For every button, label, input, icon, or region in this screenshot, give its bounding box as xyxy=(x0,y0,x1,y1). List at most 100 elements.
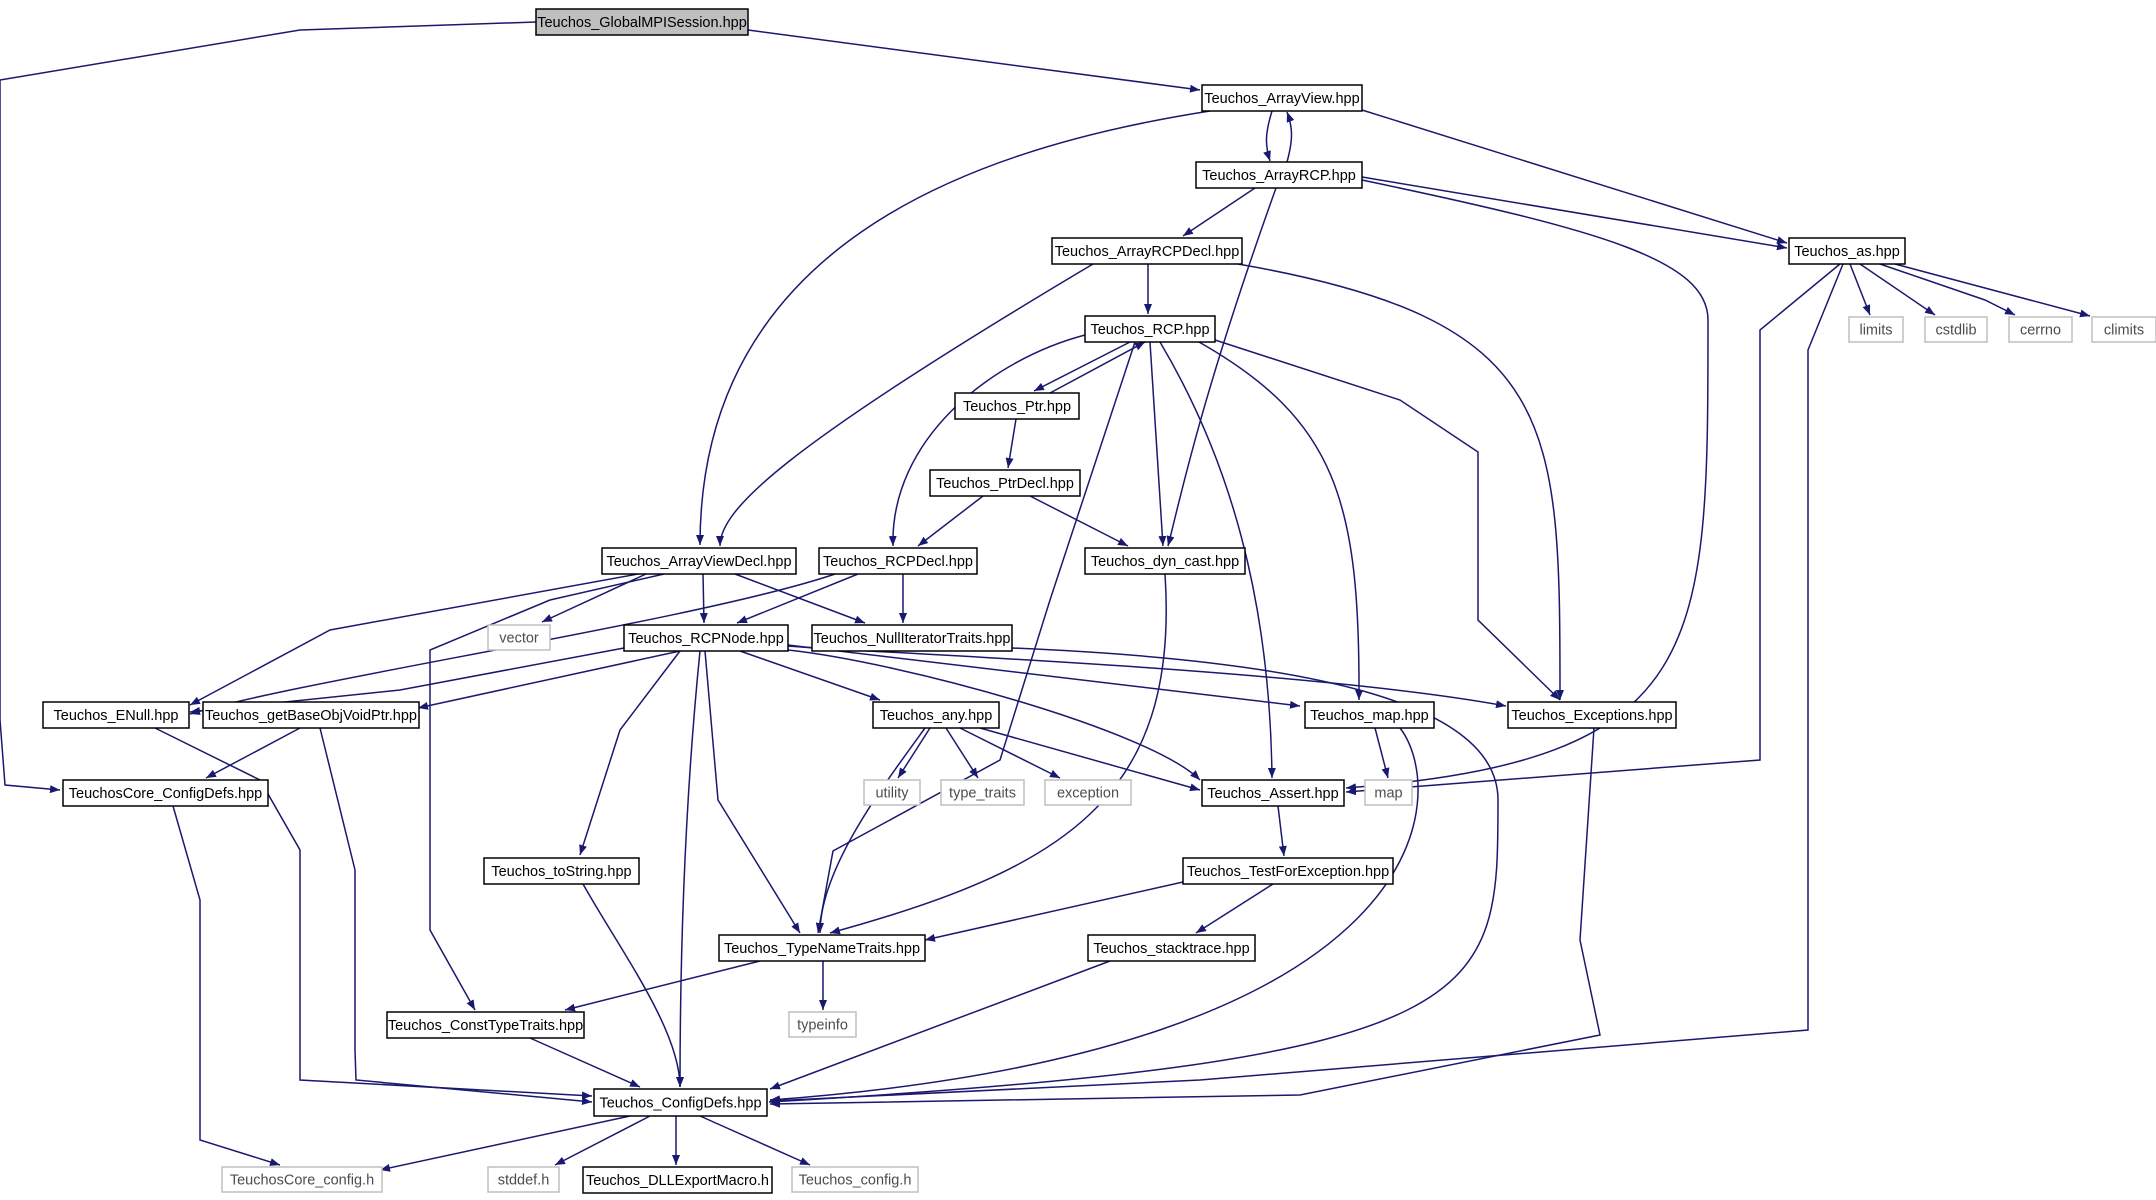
node-box xyxy=(623,624,789,652)
edge-as-to-cerrno xyxy=(1879,263,2016,316)
edge-stacktrace-to-configdefs xyxy=(769,960,1111,1090)
edge-globalmpi-to-coreconfigdefs xyxy=(0,21,537,794)
node-box xyxy=(582,1166,773,1194)
node-box xyxy=(1087,934,1256,962)
node-stddef: stddef.h xyxy=(487,1166,560,1193)
node-box xyxy=(1084,547,1246,575)
edge-configdefs-to-configh xyxy=(699,1115,811,1166)
node-box xyxy=(1044,779,1132,806)
node-box xyxy=(1924,316,1988,343)
node-box xyxy=(1195,161,1363,189)
node-vector: vector xyxy=(487,624,551,651)
node-coreconfigdefs[interactable]: TeuchosCore_ConfigDefs.hpp xyxy=(62,779,269,807)
node-getbase[interactable]: Teuchos_getBaseObjVoidPtr.hpp xyxy=(202,701,420,729)
node-utility: utility xyxy=(863,779,921,806)
node-box xyxy=(483,857,640,885)
edge-ptrdecl-to-rcpdecl xyxy=(917,495,984,547)
edge-rcpdecl-to-rcpnode xyxy=(736,573,859,624)
node-configh: Teuchos_config.h xyxy=(791,1166,919,1193)
node-box xyxy=(929,469,1081,497)
edge-rcpnode-to-exceptions xyxy=(787,645,1507,709)
node-enull[interactable]: Teuchos_ENull.hpp xyxy=(42,701,190,729)
node-ptrdecl[interactable]: Teuchos_PtrDecl.hpp xyxy=(929,469,1081,497)
edge-globalmpi-to-arrayview xyxy=(747,29,1201,93)
edge-getbase-to-coreconfigdefs xyxy=(205,727,301,779)
edge-rcp-to-assert xyxy=(1159,341,1276,779)
edges-layer xyxy=(0,21,2091,1172)
node-arrayrcpdecl[interactable]: Teuchos_ArrayRCPDecl.hpp xyxy=(1051,237,1243,265)
node-configdefs[interactable]: Teuchos_ConfigDefs.hpp xyxy=(593,1088,768,1117)
edge-arrayviewdecl-to-rcpnode xyxy=(699,573,708,624)
node-dyncast[interactable]: Teuchos_dyn_cast.hpp xyxy=(1084,547,1246,575)
node-rcp[interactable]: Teuchos_RCP.hpp xyxy=(1084,315,1216,343)
edge-enull-to-configdefs xyxy=(154,727,593,1100)
node-consttypetraits[interactable]: Teuchos_ConstTypeTraits.hpp xyxy=(386,1011,585,1039)
node-label: cstdlib xyxy=(1935,323,1976,339)
edge-coreconfigdefs-to-coreconfigh xyxy=(172,805,281,1166)
node-label: type_traits xyxy=(949,786,1016,802)
node-arrayviewdecl[interactable]: Teuchos_ArrayViewDecl.hpp xyxy=(601,547,797,575)
edge-arrayrcp-to-arrayrcpdecl xyxy=(1182,187,1256,237)
node-assert[interactable]: Teuchos_Assert.hpp xyxy=(1201,779,1345,807)
node-box xyxy=(42,701,190,729)
node-tostring[interactable]: Teuchos_toString.hpp xyxy=(483,857,640,885)
node-label: typeinfo xyxy=(797,1018,848,1034)
node-label: Teuchos_ENull.hpp xyxy=(54,708,179,724)
edge-typenametraits-to-consttypetraits xyxy=(564,960,761,1012)
node-ptr[interactable]: Teuchos_Ptr.hpp xyxy=(954,392,1080,420)
node-box xyxy=(1182,857,1394,885)
node-climits: climits xyxy=(2091,316,2156,343)
node-label: Teuchos_any.hpp xyxy=(880,708,993,724)
node-box xyxy=(62,779,269,807)
edge-consttypetraits-to-configdefs xyxy=(529,1037,641,1088)
node-typetraits: type_traits xyxy=(940,779,1025,806)
edge-rcpnode-to-assert xyxy=(787,649,1201,781)
node-label: Teuchos_Assert.hpp xyxy=(1207,786,1338,802)
edge-rcp-to-rcpdecl xyxy=(888,334,1086,547)
edge-ptr-to-ptrdecl xyxy=(1005,418,1017,469)
node-label: Teuchos_map.hpp xyxy=(1310,708,1429,724)
node-box xyxy=(811,624,1013,652)
node-nulliter[interactable]: Teuchos_NullIteratorTraits.hpp xyxy=(811,624,1013,652)
node-label: Teuchos_stacktrace.hpp xyxy=(1093,941,1249,957)
node-arrayview[interactable]: Teuchos_ArrayView.hpp xyxy=(1201,84,1363,112)
node-label: Teuchos_RCPDecl.hpp xyxy=(823,554,973,570)
node-box xyxy=(487,1166,560,1193)
node-arrayrcp[interactable]: Teuchos_ArrayRCP.hpp xyxy=(1195,161,1363,189)
node-limits: limits xyxy=(1848,316,1904,343)
node-as[interactable]: Teuchos_as.hpp xyxy=(1788,237,1906,265)
node-typenametraits[interactable]: Teuchos_TypeNameTraits.hpp xyxy=(718,934,926,962)
edge-rcp-to-dyncast xyxy=(1149,341,1167,547)
edge-arrayrcp-to-arrayview xyxy=(1286,111,1295,163)
node-exceptions[interactable]: Teuchos_Exceptions.hpp xyxy=(1507,701,1677,729)
edge-testforexc-to-stacktrace xyxy=(1195,883,1274,934)
node-rcpnode[interactable]: Teuchos_RCPNode.hpp xyxy=(623,624,789,652)
node-label: cerrno xyxy=(2020,323,2061,339)
node-label: climits xyxy=(2104,323,2144,339)
node-cstdlib: cstdlib xyxy=(1924,316,1988,343)
edge-tostring-to-configdefs xyxy=(582,883,684,1088)
node-box xyxy=(1051,237,1243,265)
node-box xyxy=(788,1011,857,1038)
node-map[interactable]: Teuchos_map.hpp xyxy=(1304,701,1435,729)
node-box xyxy=(940,779,1025,806)
node-stacktrace[interactable]: Teuchos_stacktrace.hpp xyxy=(1087,934,1256,962)
node-rcpdecl[interactable]: Teuchos_RCPDecl.hpp xyxy=(818,547,978,575)
edge-assert-to-testforexc xyxy=(1277,805,1287,857)
edge-any-to-exception xyxy=(959,727,1061,779)
nodes-layer: Teuchos_GlobalMPISession.hppTeuchos_Arra… xyxy=(42,8,2156,1194)
edge-arrayviewdecl-to-consttypetraits xyxy=(429,573,665,1011)
edge-as-to-cstdlib xyxy=(1859,263,1936,316)
node-label: Teuchos_TestForException.hpp xyxy=(1187,864,1389,880)
node-testforexc[interactable]: Teuchos_TestForException.hpp xyxy=(1182,857,1394,885)
node-box xyxy=(791,1166,919,1193)
node-globalmpi: Teuchos_GlobalMPISession.hpp xyxy=(535,8,749,36)
edge-any-to-assert xyxy=(979,727,1201,792)
node-label: Teuchos_toString.hpp xyxy=(491,864,631,880)
node-any[interactable]: Teuchos_any.hpp xyxy=(872,701,1000,729)
edge-rcpnode-to-tostring xyxy=(579,650,681,856)
node-dllexport[interactable]: Teuchos_DLLExportMacro.h xyxy=(582,1166,773,1194)
node-box xyxy=(1304,701,1435,729)
node-label: Teuchos_TypeNameTraits.hpp xyxy=(724,941,920,957)
